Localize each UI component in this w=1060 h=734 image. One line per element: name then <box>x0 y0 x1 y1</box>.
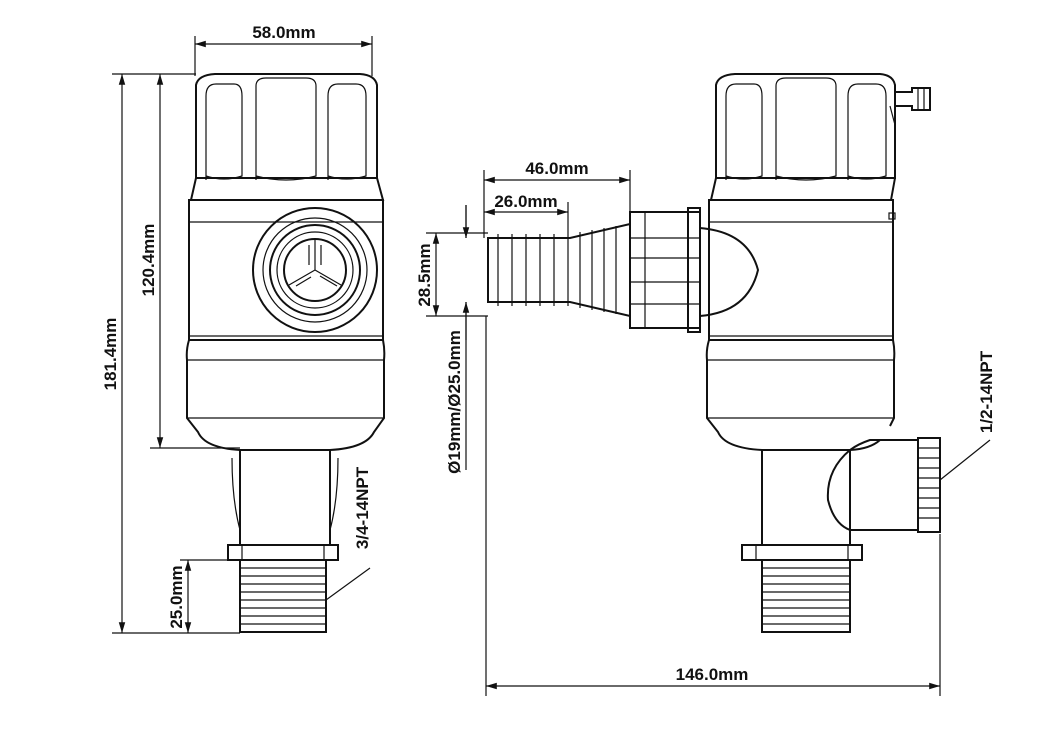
dimension-lines <box>112 36 991 696</box>
front-outlet-port <box>252 207 378 333</box>
side-outlet-half-npt <box>826 437 941 533</box>
dim-top-width: 58.0mm <box>252 23 315 42</box>
hose-fitting <box>629 207 701 333</box>
dim-barb-length: 26.0mm <box>494 192 557 211</box>
vent-nipple <box>894 87 931 111</box>
dim-hose-length: 46.0mm <box>525 159 588 178</box>
dim-barb-od: 28.5mm <box>415 243 434 306</box>
front-knob <box>195 73 378 179</box>
front-thread <box>239 559 327 633</box>
label-outlet-thread: 1/2-14NPT <box>977 350 996 433</box>
dim-overall-width: 146.0mm <box>676 665 749 684</box>
dim-body-height: 120.4mm <box>139 224 158 297</box>
hose-barb <box>487 222 631 318</box>
front-body <box>188 199 384 341</box>
side-outlet-dome <box>699 227 760 317</box>
side-view <box>487 73 941 633</box>
dim-hose-id: Ø19mm/Ø25.0mm <box>445 330 464 474</box>
dim-thread-length: 25.0mm <box>167 565 186 628</box>
label-inlet-thread: 3/4-14NPT <box>353 466 372 549</box>
front-view <box>185 73 386 633</box>
dim-overall-height: 181.4mm <box>101 318 120 391</box>
